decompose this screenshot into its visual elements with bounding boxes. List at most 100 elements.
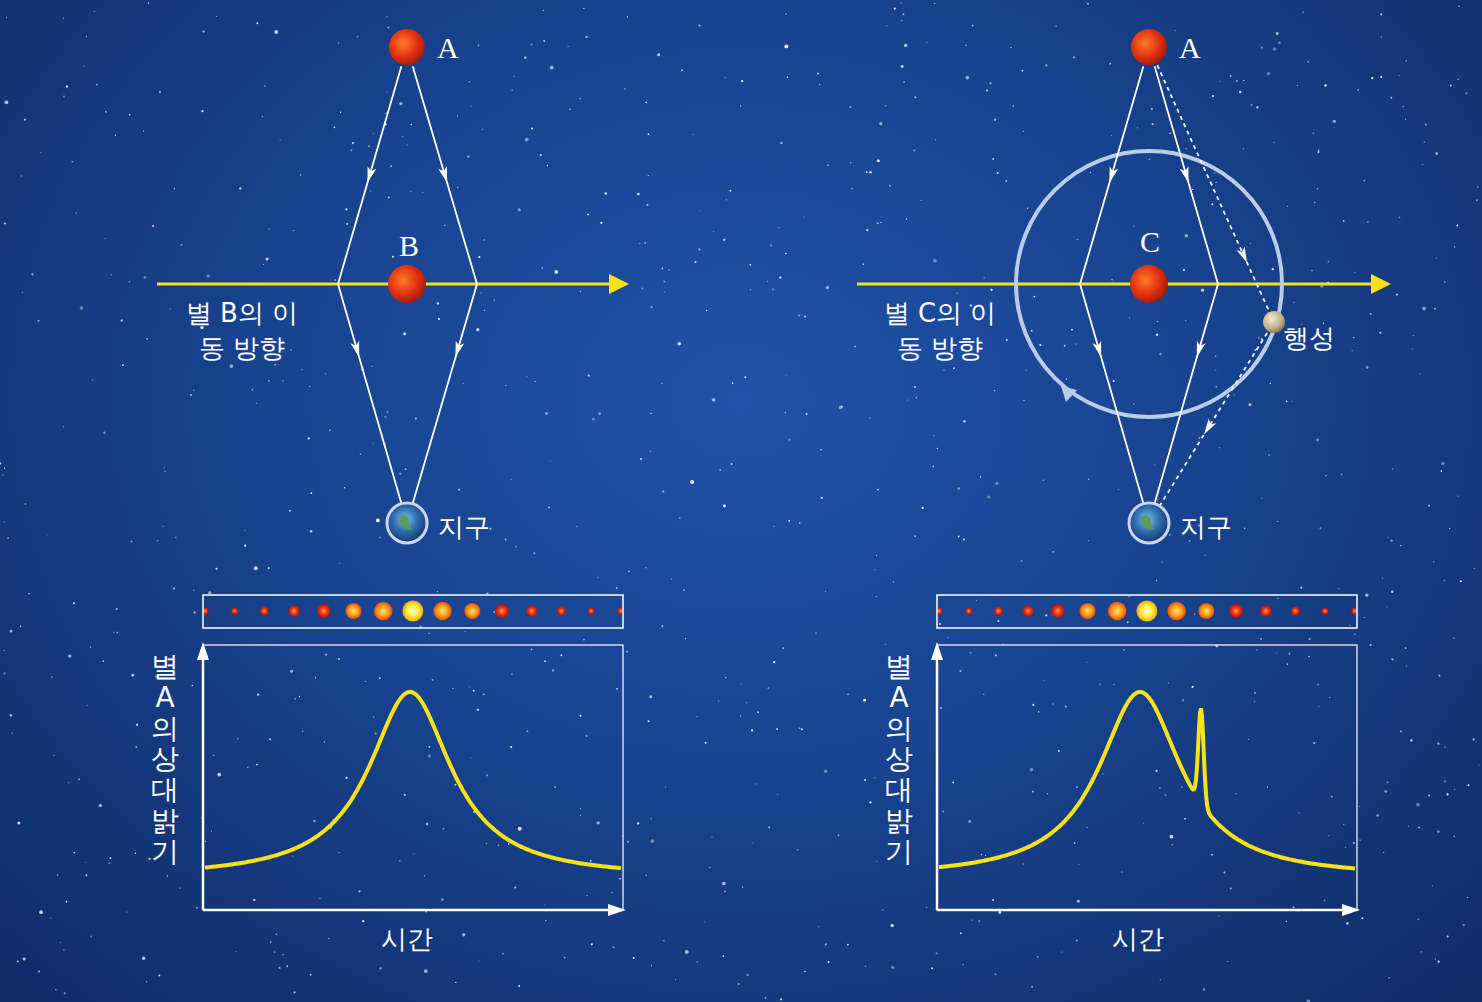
- star-dot: [1317, 151, 1319, 153]
- star-dot: [108, 862, 110, 864]
- deflected-light-ray: [1160, 333, 1267, 505]
- star-dot: [700, 210, 701, 211]
- star-dot: [866, 171, 868, 173]
- star-dot: [294, 991, 296, 993]
- star-dot: [663, 280, 665, 282]
- star-dot: [1317, 188, 1318, 189]
- star-dot: [362, 920, 364, 922]
- star-dot: [767, 281, 768, 282]
- star-dot: [725, 677, 727, 679]
- star-dot: [1211, 854, 1213, 856]
- star-dot: [1346, 922, 1348, 924]
- star-dot: [471, 105, 472, 106]
- star-dot: [365, 681, 366, 682]
- star-dot: [268, 228, 269, 229]
- brightness-dot: [526, 605, 537, 616]
- star-dot: [457, 115, 458, 116]
- star-dot: [358, 890, 360, 892]
- earth: 지구: [1131, 505, 1167, 541]
- star-dot: [1381, 36, 1382, 37]
- star-dot: [1088, 478, 1090, 480]
- star-dot: [591, 943, 593, 945]
- star-dot: [72, 161, 74, 163]
- star-dot: [1254, 349, 1256, 351]
- star-dot: [1160, 979, 1161, 980]
- source-star: A: [389, 29, 425, 65]
- star-dot: [290, 670, 293, 673]
- star-dot: [432, 679, 434, 681]
- star-dot: [467, 156, 469, 158]
- star-dot: [587, 213, 589, 215]
- star-dot: [1277, 521, 1278, 522]
- star-dot: [99, 804, 102, 807]
- star-dot: [1045, 614, 1047, 616]
- star-dot: [894, 7, 896, 9]
- star-dot: [24, 503, 26, 505]
- star-dot: [953, 367, 955, 369]
- star-dot: [994, 390, 996, 392]
- arrowhead: [1204, 419, 1216, 435]
- star-dot: [679, 517, 681, 519]
- star-dot: [726, 199, 727, 200]
- star-dot: [334, 279, 336, 281]
- star-dot: [958, 487, 960, 489]
- node-label: 지구: [1180, 512, 1216, 542]
- star-dot: [388, 196, 390, 198]
- star-dot: [50, 918, 51, 919]
- star-dot: [1227, 961, 1228, 962]
- star-dot: [282, 954, 283, 955]
- star-dot: [4, 650, 5, 651]
- star-dot: [329, 430, 331, 432]
- star-dot: [1185, 234, 1189, 238]
- star-dot: [719, 469, 720, 470]
- star-dot: [473, 690, 475, 692]
- star-dot: [893, 581, 894, 582]
- star-dot: [1038, 711, 1040, 713]
- star-dot: [749, 264, 751, 266]
- star-dot: [770, 244, 772, 246]
- star-dot: [486, 593, 487, 594]
- star-dot: [1074, 842, 1076, 844]
- star-dot: [1250, 104, 1252, 106]
- star-dot: [645, 102, 647, 104]
- star-dot: [1417, 918, 1419, 920]
- star-dot: [1418, 827, 1420, 829]
- star-dot: [985, 855, 986, 856]
- star-dot: [146, 338, 148, 340]
- star-dot: [1440, 470, 1442, 472]
- star-dot: [274, 364, 276, 366]
- star-dot: [1382, 578, 1383, 579]
- star-dot: [524, 57, 526, 59]
- brightness-dot: [260, 607, 269, 616]
- star-dot: [1422, 307, 1426, 311]
- star-dot: [216, 568, 218, 570]
- star-dot: [39, 910, 43, 914]
- star-dot: [10, 630, 13, 633]
- star-dot: [340, 112, 341, 113]
- star-dot: [252, 389, 254, 391]
- star-dot: [585, 735, 587, 737]
- light-curve: [939, 692, 1355, 869]
- star-dot: [289, 510, 291, 512]
- star-dot: [725, 77, 726, 78]
- star-dot: [704, 921, 705, 922]
- star-dot: [605, 192, 607, 194]
- star-dot: [729, 190, 731, 192]
- star-dot: [244, 545, 246, 547]
- star-dot: [1065, 705, 1067, 707]
- star-dot: [1258, 337, 1260, 339]
- star-dot: [53, 755, 54, 756]
- star-dot: [1267, 72, 1271, 76]
- star-dot: [1425, 124, 1427, 126]
- star-dot: [980, 476, 982, 478]
- star-dot: [827, 164, 829, 166]
- star-dot: [1023, 131, 1024, 132]
- star-dot: [1436, 257, 1437, 258]
- star-dot: [390, 165, 392, 167]
- star-dot: [1467, 897, 1468, 898]
- star-dot: [757, 711, 759, 713]
- star-dot: [146, 981, 148, 983]
- earth-symbol: [1131, 505, 1167, 541]
- brightness-dot: [1167, 602, 1186, 621]
- brightness-dot: [495, 604, 509, 618]
